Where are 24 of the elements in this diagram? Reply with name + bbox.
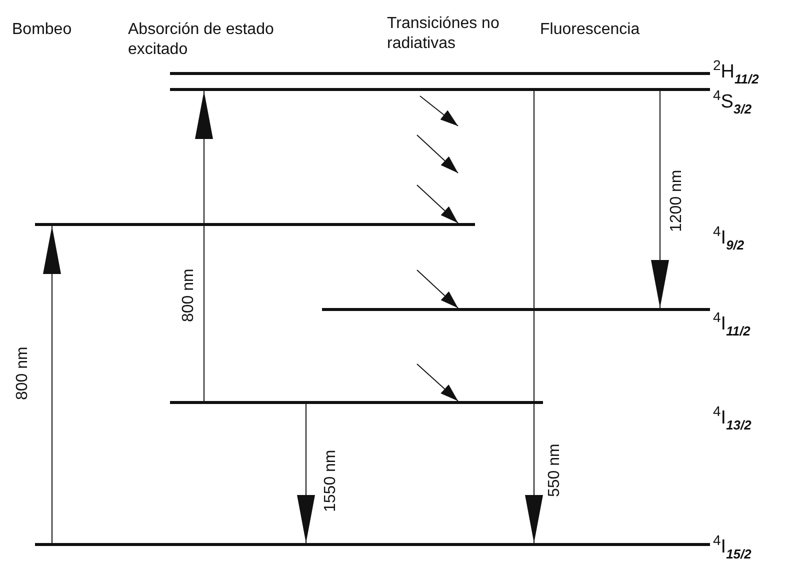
energy-level-label: $^{4}$S$_{3/2}$ — [713, 88, 752, 116]
transition-arrow — [195, 90, 213, 402]
column-heading: Bombeo — [12, 20, 73, 40]
energy-level-line — [170, 72, 710, 75]
energy-level-label: $^{4}$I$_{15/2}$ — [713, 533, 752, 561]
transition-arrow — [525, 90, 543, 544]
energy-level-line — [170, 88, 710, 91]
energy-level-label: $^{4}$I$_{9/2}$ — [713, 224, 744, 252]
transition-arrow — [43, 226, 61, 544]
transition-arrow — [416, 184, 458, 224]
transition-arrow — [416, 270, 458, 308]
column-heading: Absorción de estado excitado — [128, 20, 275, 60]
energy-level-line — [170, 401, 543, 404]
energy-level-label: $^{4}$I$_{11/2}$ — [713, 310, 750, 338]
energy-level-line — [35, 223, 475, 226]
energy-level-line — [35, 543, 710, 546]
column-heading: Fluorescencia — [540, 20, 641, 40]
transition-arrow — [297, 404, 315, 544]
transition-arrow — [651, 90, 669, 308]
energy-level-label: $^{4}$I$_{13/2}$ — [713, 404, 752, 432]
energy-level-label: $^{2}$H$_{11/2}$ — [713, 58, 759, 86]
energy-level-line — [322, 308, 710, 311]
transition-arrow — [416, 364, 458, 402]
column-heading: Transiciónes no radiativas — [387, 14, 500, 54]
